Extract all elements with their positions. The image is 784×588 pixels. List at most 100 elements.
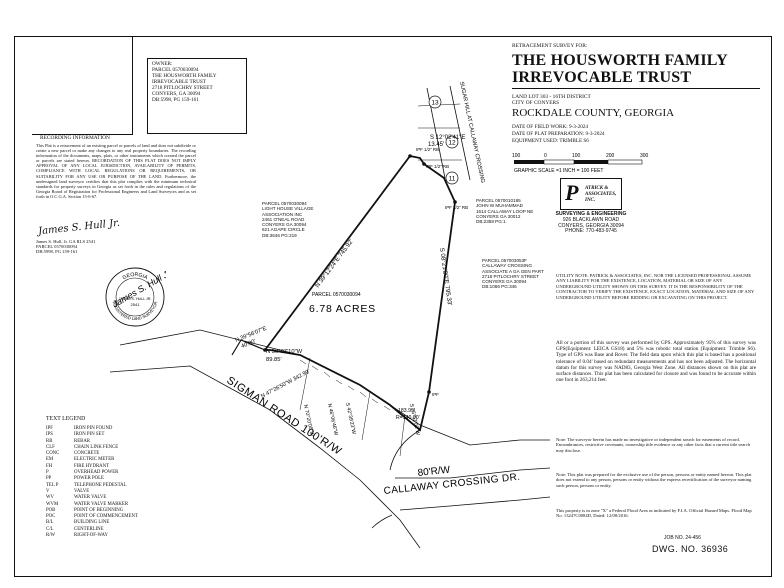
title-caption: RETRACEMENT SURVEY FOR: bbox=[512, 43, 588, 49]
lot-number: 12 bbox=[448, 140, 456, 147]
legend-code: POB bbox=[46, 507, 56, 513]
firm-line: CONYERS, GEORGIA 30094 bbox=[558, 222, 624, 229]
title-line-1: THE HOUSWORTH FAMILY bbox=[512, 52, 728, 69]
scale-caption: GRAPHIC SCALE =1 INCH = 100 FEET bbox=[514, 168, 603, 174]
legend-code: V bbox=[46, 488, 50, 494]
legend-meaning: RIGHT-OF-WAY bbox=[74, 533, 109, 539]
adjoiner-east: PARCEL 057003053F CALLAWAY CROSSING ASSO… bbox=[482, 258, 544, 290]
legend-item: POB POINT OF BEGINNING bbox=[46, 508, 138, 514]
adjoiner-line: PARCEL 0570030094 bbox=[262, 201, 307, 206]
bearing-east-line: S 08°21'20"E 795.33' bbox=[438, 247, 453, 306]
logo-name-line: ATRICK & bbox=[585, 186, 609, 191]
pin-label: IPF 1/2" RB bbox=[426, 164, 449, 169]
legend-meaning: TELEPHONE PEDESTAL bbox=[74, 482, 127, 488]
surveyor-block: James S. Hull, Jr. GA RLS 2541 PARCEL 05… bbox=[36, 239, 95, 255]
surveyor-line: James S. Hull, Jr. GA RLS 2541 bbox=[36, 239, 96, 244]
scale-segment-filled bbox=[574, 160, 608, 164]
iron-pins bbox=[263, 154, 457, 394]
legend-code: CLF bbox=[46, 444, 55, 450]
adjoiner-line: LIGHT HOUSE VILLAGE bbox=[262, 206, 314, 212]
exclusive-use-note: Note: This plat was prepared for the exc… bbox=[556, 472, 752, 488]
firm-info: SURVEYING & ENGINEERING 926 BLACKLAWN RO… bbox=[545, 211, 637, 235]
curve-length-label: 183.99' bbox=[398, 408, 415, 414]
callaway-road-north-edge bbox=[395, 467, 551, 479]
firm-line: PHONE: 770-483-9745 bbox=[565, 228, 617, 235]
firm-line: 926 BLACKLAWN ROAD bbox=[562, 216, 620, 223]
scale-segment-empty bbox=[543, 159, 575, 165]
graphic-scale: 100 0 100 200 300 GRAPHIC SCALE =1 INCH … bbox=[512, 153, 649, 174]
dates-block: DATE OF FIELD WORK: 9-3-2024 DATE OF PLA… bbox=[512, 124, 605, 145]
legend-code: P bbox=[46, 470, 49, 476]
scale-segment-empty bbox=[607, 159, 643, 165]
legend-meaning: WATER VALVE MARKER bbox=[74, 501, 129, 507]
scale-tick: 100 bbox=[512, 153, 521, 159]
surveyor-seal: GEORGIA REGISTERED LAND SURVEYOR JAMES S… bbox=[105, 267, 166, 327]
adjoiner-line: DB:3646 PG:219 bbox=[262, 232, 297, 238]
adjoiner-line: DB:1066 PG:346 bbox=[482, 284, 517, 290]
bearing-top-2: 13.45' bbox=[428, 142, 444, 148]
legend-meaning: POINT OF BEGINNING bbox=[74, 507, 124, 513]
legend-code: B/L bbox=[46, 520, 54, 526]
boundary-sw-tie bbox=[231, 339, 242, 356]
pin-marker bbox=[427, 390, 431, 394]
sugar-hill-road-east-edge bbox=[449, 85, 471, 181]
seal-number: 2541 bbox=[131, 302, 141, 307]
callaway-road-label: CALLAWAY CROSSING DR. bbox=[383, 472, 521, 497]
seal-inner-ring bbox=[115, 277, 155, 317]
legend-code: WVM bbox=[46, 501, 59, 507]
legend-item: R/W RIGHT-OF-WAY bbox=[46, 533, 138, 539]
legend-meaning: POWER POLE bbox=[74, 476, 104, 482]
callaway-return-curve bbox=[389, 429, 421, 471]
legend-meaning: VALVE bbox=[74, 488, 90, 494]
adjoiner-line: CONYERS GA 30094 bbox=[482, 279, 527, 285]
pin-marker bbox=[422, 162, 426, 166]
legend-code: FH bbox=[46, 463, 53, 469]
pin-label: IPF 1/2" RB bbox=[416, 147, 439, 152]
legend-meaning: ELECTRIC METER bbox=[74, 457, 115, 463]
lot-circle bbox=[445, 135, 459, 149]
owner-box: OWNER: PARCEL 0570030094 THE HOUSWORTH F… bbox=[147, 58, 247, 134]
job-number: JOB NO. 24-456 bbox=[664, 535, 701, 541]
legend-item: WVM WATER VALVE MARKER bbox=[46, 502, 138, 508]
legend-meaning: OVERHEAD POWER bbox=[74, 470, 119, 476]
sheet-border bbox=[14, 36, 772, 577]
flood-note: This property is in zone "X" a Federal F… bbox=[556, 508, 752, 519]
sigman-road-south-edge bbox=[109, 365, 421, 549]
legend-code: R/W bbox=[46, 533, 56, 539]
logo-name-line: ASSOCIATES, INC. bbox=[585, 192, 617, 203]
recording-text: This Plat is a retracement of an existin… bbox=[36, 143, 196, 199]
date-line: DATE OF PLAT PREPARATION: 9-3-2024 bbox=[512, 131, 605, 137]
location-line: CITY OF CONYERS bbox=[512, 100, 560, 107]
adjoiner-west: PARCEL 0570030094 LIGHT HOUSE VILLAGE AS… bbox=[262, 201, 314, 238]
location-line: LAND LOT 303 - 16TH DISTRICT bbox=[512, 94, 591, 100]
scale-tick: 100 bbox=[572, 153, 581, 159]
owner-line: OWNER: bbox=[152, 61, 173, 67]
legend-code: EM bbox=[46, 457, 54, 463]
legend-code: WV bbox=[46, 495, 54, 501]
adjoiner-line: 2718 PITLOCHRY STREET bbox=[482, 273, 540, 279]
legend-meaning: CONCRETE bbox=[74, 451, 100, 457]
pin-label: IPF bbox=[432, 392, 439, 397]
owner-line: THE HOUSWORTH FAMILY bbox=[152, 73, 217, 79]
adjoiner-line: 2461 O'NEAL ROAD bbox=[262, 216, 305, 222]
adjoiner-line: DB:2358 PG:1 bbox=[476, 219, 506, 225]
seal-name: JAMES S. HULL JR. bbox=[119, 297, 152, 301]
bearing-sw: N 50°07'10"W bbox=[266, 349, 303, 355]
legend-item: EM ELECTRIC METER bbox=[46, 457, 138, 463]
frontage-label: N 46°06'46"W bbox=[326, 403, 339, 436]
lot-number: 11 bbox=[449, 176, 456, 183]
road-corner-curve bbox=[371, 514, 393, 529]
title-rule bbox=[512, 88, 760, 89]
firm-line: SURVEYING & ENGINEERING bbox=[555, 211, 627, 217]
callaway-road-south-edge bbox=[399, 496, 551, 511]
logo-name: ATRICK & ASSOCIATES, INC. bbox=[585, 186, 621, 204]
scale-tick: 0 bbox=[544, 153, 547, 159]
pin-marker bbox=[263, 348, 267, 352]
scale-tick: 200 bbox=[606, 153, 615, 159]
